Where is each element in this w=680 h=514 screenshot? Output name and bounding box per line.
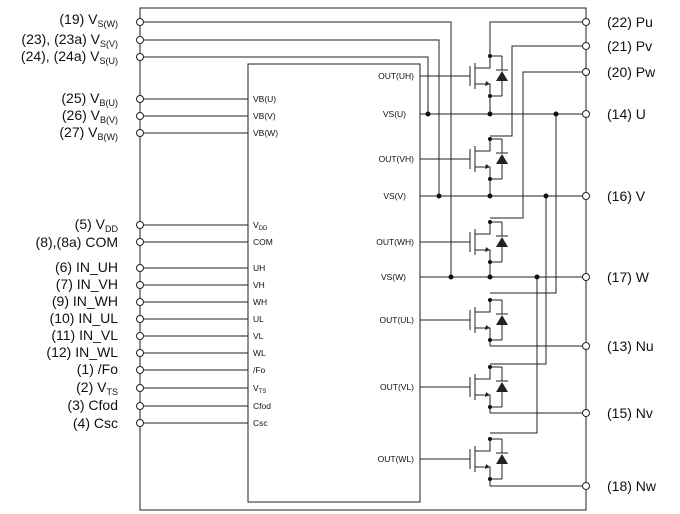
pin-label-fo: (1) /Fo [77,361,118,377]
ic-input-labels: VB(U) VB(V) VB(W) VDD COM UH VH WH UL VL… [253,94,278,428]
left-pin-labels: (19) VS(W) (23), (23a) VS(V) (24), (24a)… [21,11,119,431]
right-pin-labels: (22) Pu (21) Pv (20) Pw (14) U (16) V (1… [607,14,657,494]
ic-pin-out-uh: OUT(UH) [378,71,414,81]
ic-pin-wl: WL [253,348,266,358]
pin-label-v: (16) V [607,188,646,204]
ic-pin-uh: UH [253,263,265,273]
pin-label-pv: (21) Pv [607,38,652,54]
pin-label-pw: (20) Pw [607,64,656,80]
pin-label-vts: (2) VTS [76,379,118,397]
module-outline [139,7,587,511]
right-terminals [582,18,590,490]
ic-output-labels: OUT(UH) VS(U) OUT(VH) VS(V) OUT(WH) VS(W… [376,71,414,464]
ic-pin-out-vl: OUT(VL) [380,382,414,392]
ic-pin-vbv: VB(V) [253,111,276,121]
pin-label-vbv: (26) VB(V) [62,107,118,125]
pin-label-pu: (22) Pu [607,14,653,30]
ic-pin-vdd: VDD [253,220,268,232]
pin-label-nu: (13) Nu [607,338,654,354]
switch-uh [469,54,508,98]
ic-pin-vbu: VB(U) [253,94,276,104]
pin-label-cfod: (3) Cfod [67,397,118,413]
pin-label-u: (14) U [607,106,646,122]
pin-label-com: (8),(8a) COM [36,234,118,250]
pin-label-in-vh: (7) IN_VH [56,276,118,292]
pin-label-vbw: (27) VB(W) [59,124,118,142]
left-wires [144,21,452,424]
ic-pin-cfod: Cfod [253,401,271,411]
pin-label-in-wh: (9) IN_WH [52,293,118,309]
pin-label-nw: (18) Nw [607,478,657,494]
ic-pin-out-wl: OUT(WL) [378,454,415,464]
ic-pin-csc: Csc [253,418,268,428]
pin-label-vsv: (23), (23a) VS(V) [21,31,118,49]
pin-label-vbu: (25) VB(U) [61,90,118,108]
gate-driver-ic [247,63,421,503]
switch-ul [469,298,508,342]
junction-dots [425,111,559,280]
pin-label-w: (17) W [607,269,650,285]
pin-label-vsw: (19) VS(W) [59,11,118,29]
ic-pin-vs-u: VS(U) [383,109,406,119]
right-wires [420,21,583,487]
switch-wh [469,220,508,264]
switch-vh [469,137,508,181]
pin-label-csc: (4) Csc [73,415,118,431]
pin-label-in-wl: (12) IN_WL [46,344,118,360]
pin-label-in-vl: (11) IN_VL [51,327,118,343]
pin-label-in-ul: (10) IN_UL [50,310,119,326]
ic-pin-out-ul: OUT(UL) [380,315,415,325]
switch-vl [469,365,508,409]
pin-label-vdd: (5) VDD [75,216,119,234]
ic-pin-vts: VTS [253,383,266,395]
ic-pin-out-wh: OUT(WH) [376,237,414,247]
ic-pin-wh: WH [253,297,267,307]
ic-pin-com: COM [253,237,273,247]
left-terminals [136,18,144,427]
switch-wl [469,437,508,481]
pin-label-nv: (15) Nv [607,405,653,421]
ic-pin-vbw: VB(W) [253,128,278,138]
ic-pin-ul: UL [253,314,264,324]
ic-pin-out-vh: OUT(VH) [379,154,415,164]
ic-pin-vl: VL [253,331,264,341]
ic-pin-vs-v: VS(V) [383,191,406,201]
pin-label-in-uh: (6) IN_UH [55,259,118,275]
ic-pin-fo: /Fo [253,365,266,375]
ic-pin-vs-w: VS(W) [381,272,406,282]
ic-pin-vh: VH [253,280,265,290]
pin-label-vsu: (24), (24a) VS(U) [21,48,118,66]
power-switches [469,54,508,481]
